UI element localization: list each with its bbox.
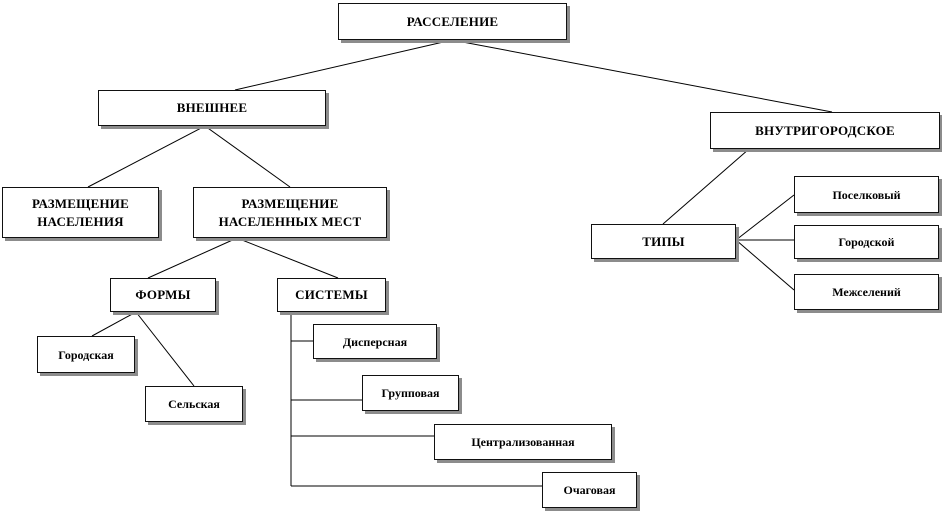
node-type-settlement: Поселковый [794,176,939,213]
node-forms-label: ФОРМЫ [135,287,191,302]
connector-external-settlements [204,125,291,188]
node-form-rural-label: Сельская [168,397,220,411]
node-type-interurban-label: Межселений [832,285,901,299]
node-external: ВНЕШНЕЕ [98,90,326,126]
connector-settlements-systems [236,237,339,279]
node-settlements-placement-label: РАЗМЕЩЕНИЕ НАСЕЛЕННЫХ МЕСТ [218,195,362,229]
node-systems-label: СИСТЕМЫ [295,287,368,302]
node-type-urban: Городской [794,225,939,259]
connector-forms-rural [135,311,195,387]
node-form-rural: Сельская [145,386,243,422]
node-type-urban-label: Городской [838,235,895,249]
node-root-label: РАССЕЛЕНИЕ [406,13,499,29]
connector-external-population [87,125,206,188]
node-forms: ФОРМЫ [110,278,216,312]
node-systems: СИСТЕМЫ [277,278,386,312]
node-form-urban: Городская [37,336,135,373]
node-system-focal: Очаговая [542,472,637,508]
node-settlements-placement: РАЗМЕЩЕНИЕ НАСЕЛЕННЫХ МЕСТ [193,187,387,238]
node-system-centralized: Централизованная [434,424,612,460]
node-system-group-label: Групповая [381,386,440,400]
node-system-dispersed-label: Дисперсная [342,334,408,349]
connector-forms-urban [91,311,137,337]
node-root: РАССЕЛЕНИЕ [338,3,567,40]
node-external-label: ВНЕШНЕЕ [176,100,248,115]
node-system-centralized-label: Централизованная [471,435,575,449]
node-types: ТИПЫ [591,224,736,259]
connector-root-external [234,39,453,91]
node-population-placement-label: РАЗМЕЩЕНИЕ НАСЕЛЕНИЯ [32,195,129,229]
node-types-label: ТИПЫ [642,233,685,249]
connector-types-settlement [735,194,795,241]
node-type-interurban: Межселений [794,274,939,310]
connector-types-interurban [735,239,795,291]
node-population-placement: РАЗМЕЩЕНИЕ НАСЕЛЕНИЯ [2,187,159,238]
connector-root-intracity [451,39,833,113]
node-system-group: Групповая [362,375,459,411]
connector-intracity-types [662,148,750,225]
node-type-settlement-label: Поселковый [832,187,901,202]
node-system-focal-label: Очаговая [563,483,616,497]
node-intracity-label: ВНУТРИГОРОДСКОЕ [755,122,895,138]
node-intracity: ВНУТРИГОРОДСКОЕ [710,112,940,149]
node-form-urban-label: Городская [58,347,114,362]
connector-settlements-forms [147,237,238,279]
node-system-dispersed: Дисперсная [313,324,437,359]
